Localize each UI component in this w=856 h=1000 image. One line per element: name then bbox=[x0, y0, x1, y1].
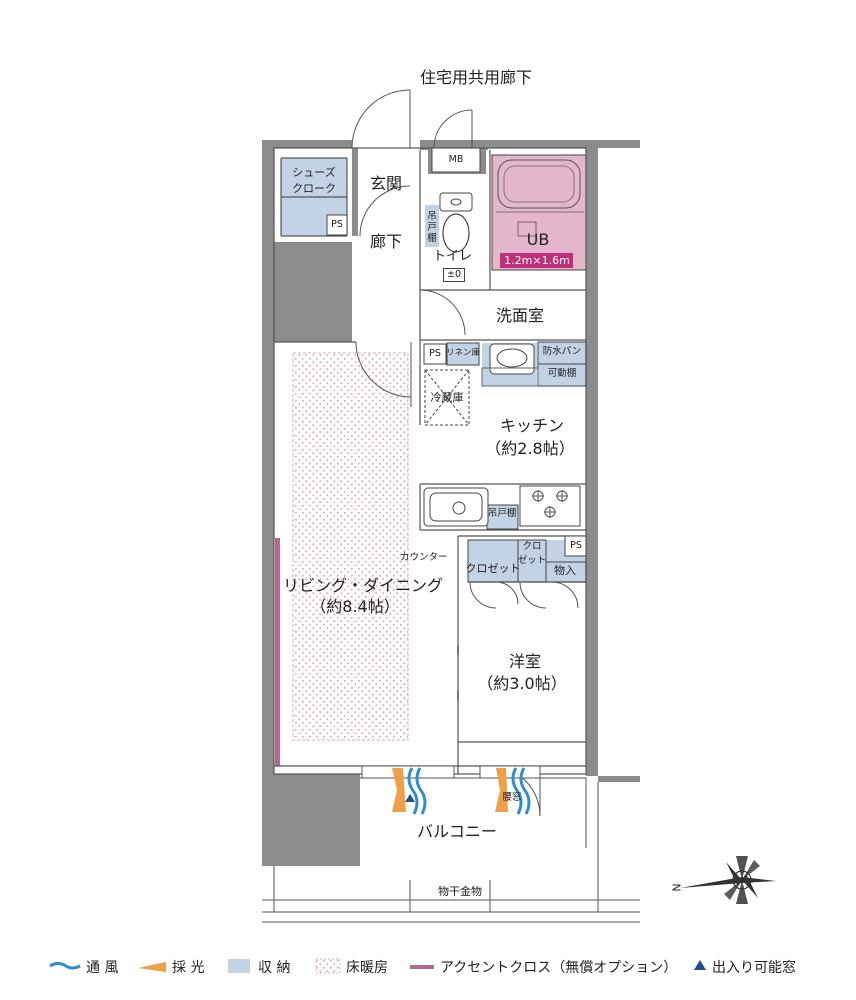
legend-window-swatch bbox=[694, 960, 706, 970]
kitchen-shelf-fill bbox=[487, 505, 518, 529]
label-koumado: 腰窓 bbox=[502, 792, 522, 803]
legend-storage-swatch bbox=[228, 959, 250, 973]
label-kitchen: キッチン bbox=[499, 416, 565, 435]
window-marker bbox=[405, 794, 415, 802]
label-living: リビング・ダイニング bbox=[282, 576, 444, 595]
label-ps-wash: PS bbox=[429, 348, 441, 359]
legend-daylight-swatch bbox=[138, 962, 166, 972]
kitchen-sink-drain bbox=[452, 501, 466, 515]
toilet-bowl bbox=[442, 213, 470, 253]
label-linen: リネン庫 bbox=[445, 348, 481, 358]
linen-fill bbox=[447, 343, 479, 365]
label-balcony: バルコニー bbox=[417, 822, 497, 841]
ventilation-arrow-2 bbox=[511, 767, 523, 815]
label-kitchen-shelf: 吊戸棚 bbox=[487, 508, 517, 519]
label-toilet-shelf-3: 棚 bbox=[427, 233, 437, 244]
legend-ventilation-swatch bbox=[49, 962, 81, 970]
legend-heating-swatch bbox=[315, 958, 341, 974]
label-ub-size: 1.2m×1.6m bbox=[504, 254, 570, 267]
label-living-size: （約8.4帖） bbox=[310, 597, 400, 616]
legend-accent-cloth: アクセントクロス（無償オプション） bbox=[440, 960, 678, 976]
label-counter: カウンター bbox=[400, 552, 448, 563]
label-ub: UB bbox=[526, 230, 550, 249]
label-mb: MB bbox=[448, 154, 464, 165]
legend-ventilation: 通 風 bbox=[86, 960, 119, 976]
accent-cloth-wall bbox=[275, 538, 280, 766]
ventilation-arrow-1 bbox=[407, 767, 419, 815]
compass bbox=[680, 856, 776, 904]
label-shoe-cloak-2: クローク bbox=[292, 182, 336, 195]
label-senmenshitsu: 洗面室 bbox=[495, 306, 545, 325]
label-closet-2b: ゼット bbox=[517, 555, 547, 566]
fridge-space bbox=[424, 369, 470, 426]
label-bousui-pan: 防水パン bbox=[542, 346, 582, 357]
ub-size-badge bbox=[500, 253, 573, 268]
ps-boxes bbox=[326, 214, 587, 557]
label-corridor: 住宅用共用廊下 bbox=[420, 68, 533, 87]
label-roka: 廊下 bbox=[370, 232, 403, 251]
washbasin bbox=[496, 348, 528, 368]
label-ps-entry: PS bbox=[331, 219, 343, 230]
label-genkan: 玄関 bbox=[370, 174, 403, 193]
legend: 通 風 採 光 収 納 床暖房 アクセントクロス（無償オプション） 出入り可能窓 bbox=[0, 958, 856, 978]
mb-box bbox=[431, 147, 481, 173]
label-toilet-shelf-2: 戸 bbox=[427, 222, 437, 233]
label-toilet: トイレ bbox=[433, 249, 473, 264]
balcony-outline bbox=[262, 777, 640, 923]
legend-daylight: 採 光 bbox=[172, 960, 205, 976]
label-kitchen-size: （約2.8帖） bbox=[485, 439, 575, 458]
label-closet-2a: クロ bbox=[522, 541, 542, 552]
label-reizouko: 冷蔵庫 bbox=[430, 391, 464, 404]
label-closet-1: クロゼット bbox=[465, 562, 521, 575]
label-kadoudana: 可動棚 bbox=[547, 368, 577, 379]
legend-storage: 収 納 bbox=[258, 960, 291, 976]
daylight-arrow-1 bbox=[392, 768, 406, 812]
floor-heating-area bbox=[292, 352, 409, 741]
bathtub bbox=[497, 159, 581, 209]
label-youshitsu: 洋室 bbox=[508, 652, 542, 671]
compass-north-label: N bbox=[670, 883, 684, 892]
label-toilet-level: ±0 bbox=[442, 268, 466, 282]
doors bbox=[351, 89, 579, 817]
label-shoe-cloak-1: シューズ bbox=[292, 166, 336, 179]
label-monoire: 物入 bbox=[554, 564, 576, 577]
daylight-arrow-2 bbox=[495, 768, 508, 812]
label-ps-room: PS bbox=[570, 540, 582, 551]
legend-window: 出入り可能窓 bbox=[712, 960, 796, 976]
toilet-shelf-fill bbox=[425, 205, 439, 247]
label-youshitsu-size: （約3.0帖） bbox=[477, 674, 567, 693]
label-monohoshi: 物干金物 bbox=[438, 885, 482, 898]
legend-floor-heating: 床暖房 bbox=[346, 960, 388, 976]
label-toilet-shelf-1: 吊 bbox=[427, 211, 437, 222]
legend-accent-swatch bbox=[410, 965, 434, 969]
